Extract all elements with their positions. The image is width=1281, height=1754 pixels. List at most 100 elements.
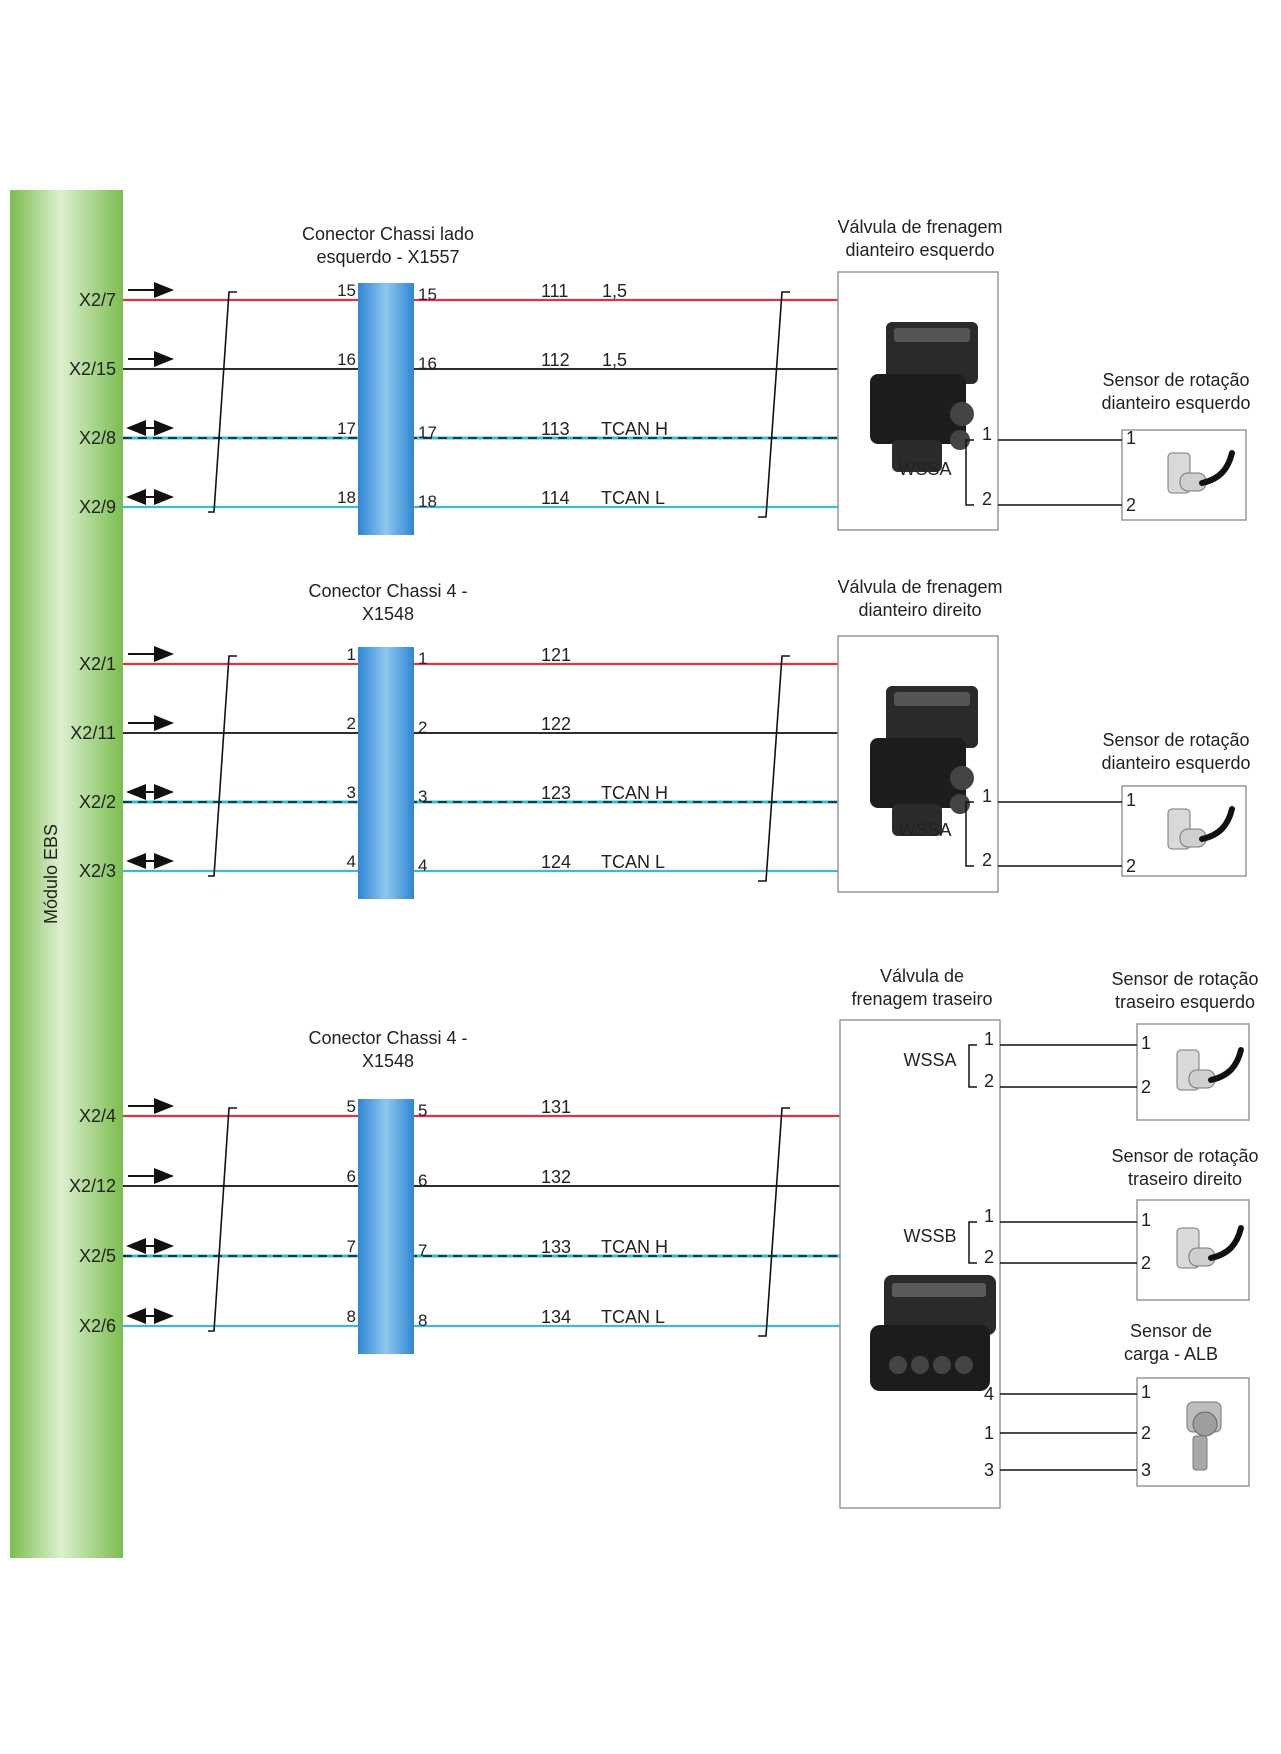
wire-number: 114	[541, 488, 570, 508]
connector-pin-out: 15	[418, 285, 437, 304]
wire-signal: 1,5	[602, 350, 627, 370]
connector-pin-in: 8	[347, 1307, 356, 1326]
module-pin-label: X2/8	[79, 428, 116, 448]
sensor-title: Sensor de	[1130, 1321, 1212, 1341]
cable-shield-left	[208, 655, 237, 877]
brake-valve-illustration	[870, 1275, 996, 1391]
wire-signal: TCAN H	[601, 419, 668, 439]
cable-shield-right	[758, 1107, 790, 1337]
wss-label: WSSA	[898, 820, 951, 840]
connector-pin-out: 6	[418, 1171, 427, 1190]
connector-pin-in: 15	[337, 281, 356, 300]
valve-sensor-pin: 1	[982, 424, 992, 444]
valve-title: Válvula de frenagem	[837, 217, 1002, 237]
load-sensor-illustration	[1186, 1401, 1222, 1471]
ebs-module-bar	[10, 190, 123, 1558]
valve-port	[933, 1356, 951, 1374]
connector-pin-out: 7	[418, 1241, 427, 1260]
valve-sensor-pin: 2	[984, 1247, 994, 1267]
sensor-cable	[1199, 806, 1235, 842]
connector-pin-in: 3	[347, 783, 356, 802]
wire-signal: TCAN H	[601, 783, 668, 803]
brake-valve-box	[839, 1019, 1001, 1509]
connector-pin-out: 8	[418, 1311, 427, 1330]
rotation-sensor-illustration	[1176, 1047, 1244, 1091]
wire-number: 134	[541, 1307, 571, 1327]
valve-body	[870, 1325, 990, 1391]
rotation-sensor-illustration	[1167, 450, 1235, 494]
chassis-connector	[358, 1099, 414, 1354]
valve-port	[955, 1356, 973, 1374]
connector-title: Conector Chassi 4 -	[308, 1028, 467, 1048]
valve-sensor-pin: 4	[984, 1384, 994, 1404]
sensor-pin: 2	[1126, 856, 1136, 876]
wire-signal: 1,5	[602, 281, 627, 301]
valve-bottom	[892, 804, 942, 836]
sensor-title: Sensor de rotação	[1102, 370, 1249, 390]
sensor-pin: 2	[1141, 1253, 1151, 1273]
module-pin-label: X2/15	[69, 359, 116, 379]
sensor-title: traseiro esquerdo	[1115, 992, 1255, 1012]
connector-pin-out: 4	[418, 856, 427, 875]
brake-valve-illustration	[870, 686, 978, 836]
connector-pin-out: 2	[418, 718, 427, 737]
valve-sensor-pin: 1	[982, 786, 992, 806]
connector-pin-in: 16	[337, 350, 356, 369]
sensor-title: Sensor de rotação	[1111, 969, 1258, 989]
wire-number: 122	[541, 714, 571, 734]
sensor-pin: 1	[1141, 1382, 1151, 1402]
module-pin-label: X2/1	[79, 654, 116, 674]
connector-pin-in: 6	[347, 1167, 356, 1186]
valve-sensor-pin: 2	[982, 489, 992, 509]
valve-port	[950, 402, 974, 426]
module-pin-label: X2/2	[79, 792, 116, 812]
sensor-title: dianteiro esquerdo	[1101, 753, 1250, 773]
module-pin-label: X2/5	[79, 1246, 116, 1266]
valve-body	[870, 374, 966, 444]
wss-label: WSSA	[903, 1050, 956, 1070]
valve-body	[870, 738, 966, 808]
connector-pin-out: 17	[418, 423, 437, 442]
cable-shield-right	[758, 655, 790, 882]
valve-port	[950, 794, 970, 814]
wire-number: 133	[541, 1237, 571, 1257]
valve-title: Válvula de	[880, 966, 964, 986]
wire-number: 123	[541, 783, 571, 803]
wire-number: 132	[541, 1167, 571, 1187]
connector-pin-in: 7	[347, 1237, 356, 1256]
rotation-sensor-illustration	[1167, 806, 1235, 850]
sensor-pin: 1	[1126, 790, 1136, 810]
module-pin-label: X2/7	[79, 290, 116, 310]
cable-shield-right	[758, 291, 790, 518]
valve-cover-detail	[892, 1283, 986, 1297]
connector-pin-in: 17	[337, 419, 356, 438]
sensor-pin: 2	[1126, 495, 1136, 515]
ebs-module-label: Módulo EBS	[41, 824, 61, 924]
connector-pin-in: 18	[337, 488, 356, 507]
valve-sensor-pin: 1	[984, 1029, 994, 1049]
connector-pin-in: 2	[347, 714, 356, 733]
valve-sensor-pin: 2	[984, 1071, 994, 1091]
wire-number: 131	[541, 1097, 571, 1117]
chassis-connector	[358, 647, 414, 899]
sensor-cable	[1199, 450, 1235, 486]
connector-title: esquerdo - X1557	[316, 247, 459, 267]
valve-cover-detail	[894, 328, 970, 342]
valve-title: frenagem traseiro	[851, 989, 992, 1009]
connector-pin-out: 3	[418, 787, 427, 806]
wire-number: 121	[541, 645, 571, 665]
connector-pin-out: 16	[418, 354, 437, 373]
wire-number: 111	[541, 281, 568, 301]
load-sensor-arm	[1192, 1435, 1208, 1471]
module-pin-label: X2/6	[79, 1316, 116, 1336]
connector-title: X1548	[362, 1051, 414, 1071]
wire-signal: TCAN L	[601, 852, 665, 872]
valve-title: dianteiro esquerdo	[845, 240, 994, 260]
wss-bracket	[968, 1221, 977, 1264]
valve-port	[889, 1356, 907, 1374]
sensor-pin: 2	[1141, 1077, 1151, 1097]
wire-number: 113	[541, 419, 570, 439]
connector-title: Conector Chassi lado	[302, 224, 474, 244]
valve-sensor-pin: 2	[982, 850, 992, 870]
load-sensor-disc	[1192, 1411, 1218, 1437]
